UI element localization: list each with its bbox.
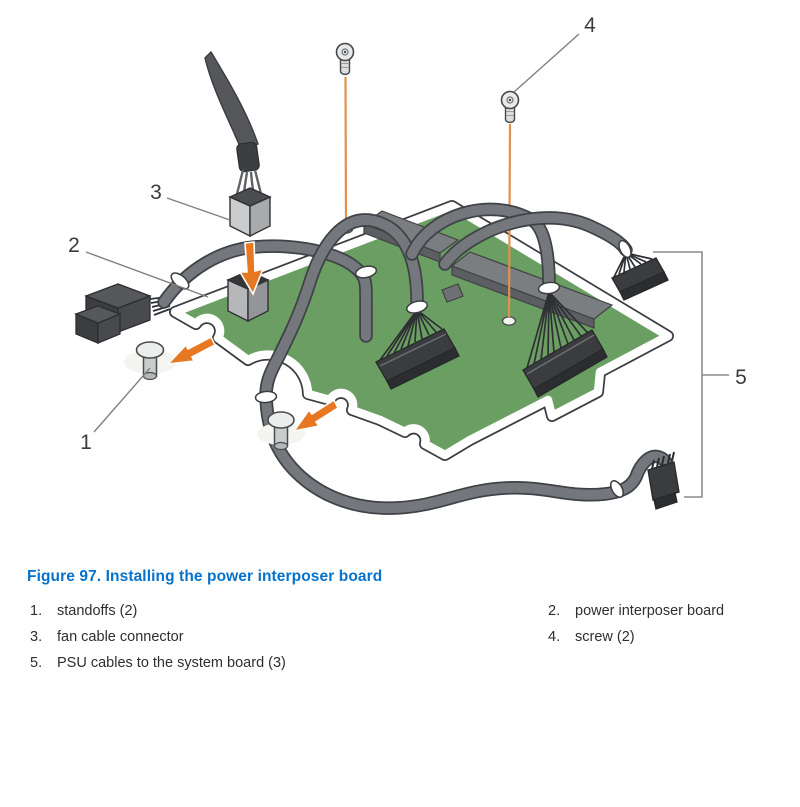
cable-ties	[170, 239, 632, 498]
psu-connector-top-right	[611, 257, 669, 301]
callout-3: 3	[150, 181, 162, 204]
legend-item-standoffs: 1. standoffs (2)	[30, 602, 137, 620]
fan-cable	[204, 50, 264, 202]
figure-diagram: 1 2 3 4 5	[68, 14, 747, 515]
board-screw-hole	[501, 316, 517, 326]
psu-connector-bottom-right	[647, 451, 680, 510]
callout-4: 4	[584, 14, 596, 37]
callout-1: 1	[80, 431, 92, 454]
callout-leader-3	[166, 197, 231, 221]
legend-item-board: 2. power interposer board	[548, 602, 724, 620]
psu-connector-center-left	[375, 328, 460, 390]
callout-leader-4	[513, 33, 580, 93]
legend-number: 1.	[30, 603, 43, 619]
screw-2	[500, 90, 520, 124]
legend-number: 4.	[548, 629, 561, 645]
legend-label: power interposer board	[575, 603, 725, 619]
standoff-1	[124, 341, 176, 381]
legend-label: fan cable connector	[57, 629, 184, 645]
psu-connector-center-right	[522, 329, 608, 398]
callout-leader-1	[93, 367, 151, 433]
legend-item-fan-connector: 3. fan cable connector	[30, 628, 184, 646]
callout-leader-2	[85, 251, 209, 298]
standoff-arrow-2	[292, 398, 340, 433]
standoff-arrow-1	[165, 335, 217, 366]
legend-number: 2.	[548, 603, 561, 619]
callout-5-bracket	[653, 251, 729, 498]
screw-1	[335, 42, 355, 76]
callout-leaders	[85, 33, 580, 433]
legend-item-screw: 4. screw (2)	[548, 628, 635, 646]
callout-5: 5	[735, 366, 747, 389]
legend-label: PSU cables to the system board (3)	[57, 655, 286, 671]
wire-fan-center-right	[526, 291, 589, 369]
psu-cables	[157, 202, 674, 515]
legend-item-psu-cables: 5. PSU cables to the system board (3)	[30, 654, 286, 672]
fan-cable-connector	[228, 187, 272, 238]
wire-fan-center-left	[379, 309, 443, 361]
figure-caption: Figure 97. Installing the power interpos…	[27, 568, 383, 585]
screw-guide-line	[344, 76, 348, 226]
legend-label: screw (2)	[575, 629, 635, 645]
legend-label: standoffs (2)	[57, 603, 138, 619]
callout-2: 2	[68, 234, 80, 257]
legend-number: 5.	[30, 655, 43, 671]
psu-connector-left	[74, 283, 171, 344]
insert-arrow	[238, 241, 265, 296]
legend-number: 3.	[30, 629, 43, 645]
standoff-2	[257, 411, 305, 451]
